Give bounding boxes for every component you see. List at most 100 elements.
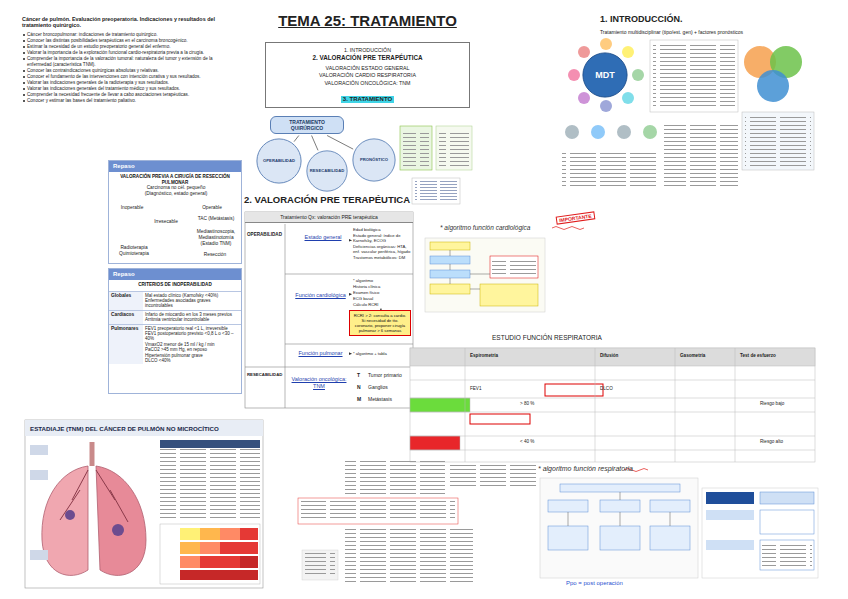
table-cell: Espirometría — [470, 353, 498, 359]
node-text: 3. TRATAMIENTO — [341, 96, 394, 103]
table-grid — [245, 212, 413, 408]
table-cell: VmaxO2 menor de 15 ml / kg / min — [145, 342, 239, 347]
connector — [143, 198, 157, 204]
node-text: TRATAMIENTO QUIRÚRGICO — [273, 119, 341, 131]
table-cell: Cardiacos — [109, 311, 143, 324]
connector — [350, 294, 352, 295]
criteria-list: * algoritmo + tabla — [353, 351, 411, 357]
red-squiggle — [552, 227, 584, 230]
table-row: GlobalesMal estado clínico (Karnofsky <4… — [109, 291, 241, 310]
node-text: Cálculo RCRI — [353, 302, 411, 307]
node-text: ECG basal — [353, 296, 411, 301]
page-title: TEMA 25: TRATAMIENTO — [265, 12, 470, 30]
node-text: Edad biológica — [353, 227, 411, 232]
stamp: IMPORTANTE — [556, 211, 595, 224]
note-card — [400, 126, 432, 170]
node-text: CRITERIOS DE INOPERABILIDAD — [109, 282, 241, 288]
footnote: Ppo = post operación — [566, 580, 686, 587]
table-cell: Riesgo alto — [760, 439, 783, 445]
node-text: Estimar la necesidad de un estudio preop… — [22, 44, 237, 50]
subheading: Tratamiento multidisciplinar (tipo/est. … — [600, 29, 815, 35]
connector — [327, 136, 353, 150]
figure-title: ESTADIAJE (TNM) DEL CÁNCER DE PULMÓN NO … — [30, 425, 260, 432]
table-cell: Mal estado clínico (Karnofsky <40%) — [145, 293, 239, 298]
node-text: Irresecable — [149, 219, 183, 225]
connector — [191, 198, 203, 204]
text-lines — [403, 130, 429, 166]
table-cell: Test de esfuerzo — [740, 353, 776, 359]
criteria-list: Edad biológicaEstado general: índice de … — [353, 227, 411, 261]
node-text: OPERABILIDAD — [263, 158, 295, 163]
node-text: Examen físico — [353, 290, 411, 295]
node-text: Conocer las distintas posibilidades tera… — [22, 38, 237, 44]
circle-shape — [307, 151, 347, 191]
node-text: Resección — [199, 252, 231, 258]
node-text: VALORACIÓN ONCOLÓGICA: TNM — [266, 80, 469, 86]
node-text: * algoritmo + tabla — [353, 351, 411, 356]
node-text: Tratamiento Qx: valoración PRE terapéuti… — [245, 212, 413, 223]
node-text: Estado general — [297, 234, 349, 241]
mdt-diagram — [568, 38, 644, 112]
connector — [216, 223, 217, 227]
circle-shape — [353, 139, 395, 181]
flow-step: Resección — [199, 252, 231, 258]
node-text: Cáncer broncopulmonar: indicaciones de t… — [22, 32, 237, 38]
circle-outline — [582, 52, 628, 98]
flow-step: Mediastinoscopia, Mediastinotomía (Estad… — [193, 229, 239, 246]
node-text: Cáncer de pulmón. Evaluación preoperator… — [22, 16, 237, 29]
index-box: 1. INTRODUCCIÓN2. VALORACIÓN PRE TERAPÉU… — [265, 42, 470, 108]
node-text: PRONÓSTICO — [360, 157, 388, 162]
table-cell: Mal estado clínico (Karnofsky <40%)Enfer… — [143, 292, 241, 310]
table-cell: > 80 % — [520, 401, 534, 407]
node-text: Comprender la necesidad frecuente de lle… — [22, 92, 237, 98]
node-text: RCRI > 2: consulta a cardio. Si necesida… — [352, 313, 408, 333]
respiratory-table — [410, 348, 815, 462]
table-title: ESTUDIO FUNCIÓN RESPIRATORIA — [492, 334, 692, 342]
section-heading: 1. INTRODUCCIÓN. — [600, 14, 820, 25]
node-text: 1. INTRODUCCIÓN — [266, 47, 469, 53]
table-cell: FEV1 preoperatorio real <1 L, irreversib… — [145, 326, 239, 331]
topic-circle: OPERABILIDAD — [256, 138, 302, 184]
table-cell: Globales — [109, 292, 143, 310]
node-text: Mediastinoscopia, Mediastinotomía (Estad… — [193, 229, 239, 246]
table-cell: T — [357, 372, 360, 378]
connector — [312, 136, 318, 151]
node-text: Carcinoma no cél. pequeño (Diagnóstico, … — [144, 185, 208, 197]
node-text: VALORACIÓN CARDIO RESPIRATORIA — [266, 72, 469, 78]
connector — [351, 240, 352, 241]
node-text: Función cardiológica — [293, 292, 348, 299]
topic-circle: RESECABILIDAD — [306, 150, 348, 192]
thumbnail — [412, 178, 460, 204]
table-cell: Gasometría — [680, 353, 705, 359]
node-text: Conocer el fundamento de las intervencio… — [22, 74, 237, 80]
cardio-flowchart — [425, 238, 545, 312]
table-cell: Ganglios — [368, 384, 412, 390]
node-text: Conocer y estimar las bases del tratamie… — [22, 98, 237, 104]
circle-outline — [352, 138, 396, 182]
node-text: Radioterapia Quimioterapia — [113, 245, 155, 257]
connector — [213, 212, 215, 214]
node-text: Trastornos metabólicos: DM — [353, 255, 411, 260]
row-label: RESECABILIDAD — [247, 372, 285, 377]
table-cell: Cardiacos — [111, 312, 141, 318]
note-heading: * algoritmo función respiratoria — [538, 465, 698, 473]
assessment-table: Tratamiento Qx: valoración PRE terapéuti… — [245, 212, 413, 408]
node-text: Valoración oncológica: TNM — [289, 376, 349, 389]
table-cell: PaCO2 >45 mm Hg, en reposo — [145, 347, 239, 352]
table-cell: DLCO <40% — [145, 358, 239, 363]
flow-step: Carcinoma no cél. pequeño (Diagnóstico, … — [144, 185, 208, 197]
connector — [132, 212, 133, 243]
topic-circle: PRONÓSTICO — [352, 138, 396, 182]
node-text: Valorar la importancia de la exploración… — [22, 50, 237, 56]
row-heading: Función pulmonar — [293, 350, 348, 357]
node-text: Inoperable — [115, 205, 149, 211]
table-cell: Metástasis — [368, 396, 412, 402]
table-cell: M — [357, 396, 361, 402]
connector — [142, 226, 161, 243]
node-text: Valorar las indicaciones generales del t… — [22, 86, 237, 92]
table-cell: FEV1 — [470, 386, 482, 392]
table-cell: Globales — [111, 293, 141, 299]
